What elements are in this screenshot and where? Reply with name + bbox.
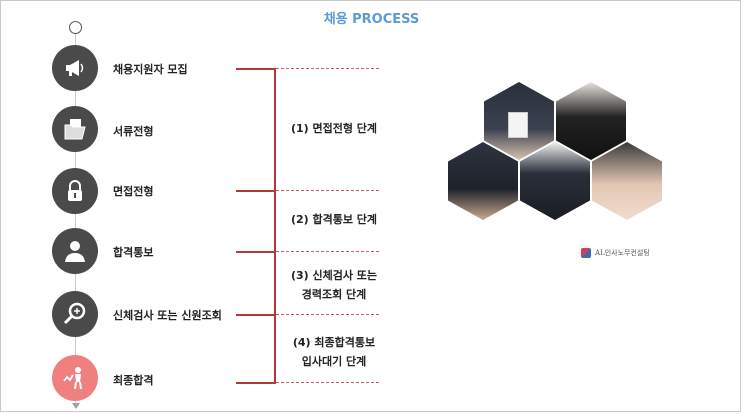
stage-divider bbox=[276, 314, 379, 315]
stage-3-line2: 경력조회 단계 bbox=[301, 288, 367, 301]
photo-hex bbox=[520, 142, 590, 220]
lock-icon bbox=[52, 168, 98, 214]
diagram-title: 채용 PROCESS bbox=[323, 12, 420, 27]
step-label-check: 신체검사 또는 신원조회 bbox=[113, 309, 222, 322]
person-icon bbox=[52, 228, 98, 274]
step-label-document: 서류전형 bbox=[113, 125, 154, 138]
stage-4-line2: 입사대기 단계 bbox=[301, 355, 367, 368]
stage-2-line1: (2) 합격통보 단계 bbox=[290, 213, 378, 226]
stage-1-line1: (1) 면접전형 단계 bbox=[290, 122, 378, 135]
timeline-line bbox=[75, 33, 76, 407]
folder-documents-icon bbox=[52, 106, 98, 152]
brand-text: AL인사노무컨설팅 bbox=[595, 249, 650, 257]
photo-hex bbox=[592, 142, 662, 220]
step-label-pass-notice: 합격통보 bbox=[113, 246, 154, 259]
connector-interview bbox=[236, 190, 276, 192]
timeline-start-circle bbox=[69, 21, 82, 34]
brand-logo-icon bbox=[581, 248, 591, 258]
stage-4: (4) 최종합격통보 입사대기 단계 bbox=[284, 333, 384, 371]
connector-final bbox=[236, 382, 276, 384]
connector-pass-notice bbox=[236, 251, 276, 253]
photo-hex bbox=[448, 142, 518, 220]
celebrating-person-icon bbox=[52, 355, 98, 401]
megaphone-icon bbox=[52, 45, 98, 91]
stage-3: (3) 신체검사 또는 경력조회 단계 bbox=[284, 266, 384, 304]
stage-bracket bbox=[274, 68, 276, 384]
magnifier-icon bbox=[52, 291, 98, 337]
step-label-recruit: 채용지원자 모집 bbox=[113, 63, 188, 76]
stage-divider bbox=[276, 382, 379, 383]
photo-hex bbox=[484, 82, 554, 160]
step-label-final: 최종합격 bbox=[113, 374, 154, 387]
brand: AL인사노무컨설팅 bbox=[581, 248, 650, 258]
stage-divider bbox=[276, 190, 379, 191]
stage-divider bbox=[276, 251, 379, 252]
stage-4-line1: (4) 최종합격통보 bbox=[292, 336, 376, 349]
step-label-interview: 면접전형 bbox=[113, 185, 154, 198]
stage-3-line1: (3) 신체검사 또는 bbox=[290, 269, 378, 282]
stage-divider bbox=[276, 68, 379, 69]
connector-recruit bbox=[236, 68, 276, 70]
stage-1: (1) 면접전형 단계 bbox=[284, 119, 384, 138]
timeline-end-arrow bbox=[72, 403, 80, 409]
connector-check bbox=[236, 314, 276, 316]
interview-photo-collage bbox=[448, 80, 663, 240]
photo-hex bbox=[556, 82, 626, 160]
stage-2: (2) 합격통보 단계 bbox=[284, 210, 384, 229]
